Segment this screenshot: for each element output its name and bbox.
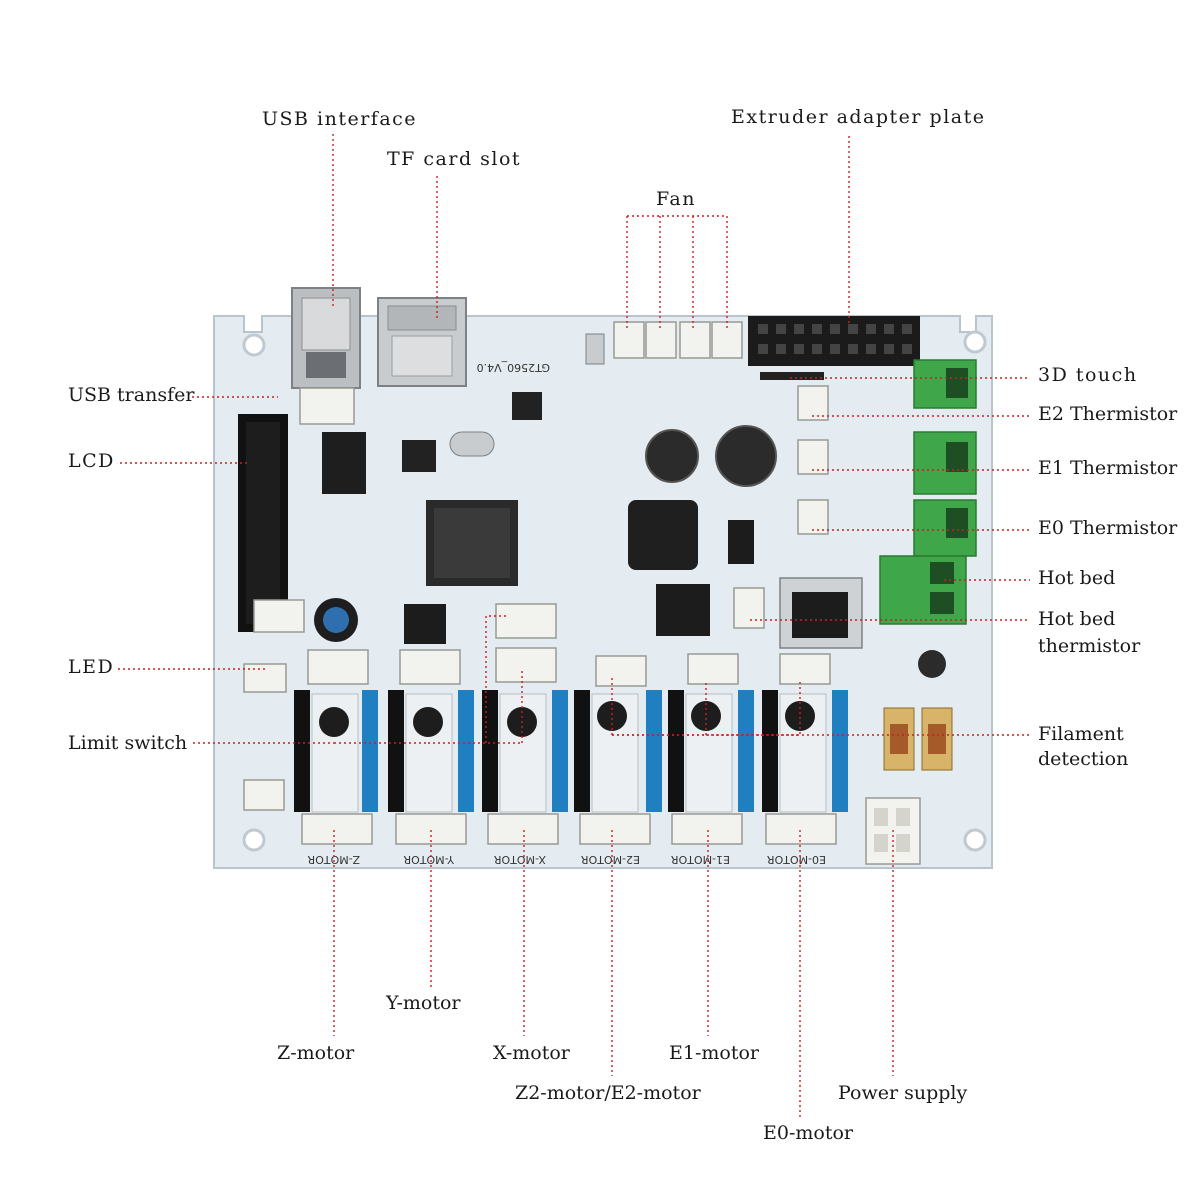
label-hot-bed: Hot bed — [1038, 567, 1116, 589]
reset-button — [585, 333, 605, 365]
label-hot-bed-thermistor-line2: thermistor — [1038, 635, 1141, 657]
mosfet — [792, 592, 848, 638]
driver-sockets — [294, 690, 848, 813]
motor-silkscreen-e2: E2-MOTOR — [581, 853, 640, 866]
motor-silkscreen-e1: E1-MOTOR — [671, 853, 730, 866]
board-model-silkscreen: GT2560_V4.0 — [477, 361, 550, 374]
fan-connectors — [613, 321, 743, 359]
thermistor-terminals — [913, 359, 977, 557]
usb-transfer-connector — [299, 387, 355, 425]
thermistor-connectors — [733, 385, 829, 629]
hot-bed-terminal — [879, 555, 967, 625]
label-z-motor: Z-motor — [277, 1042, 355, 1064]
label-usb-interface: USB interface — [262, 108, 418, 130]
power-inductor — [628, 500, 698, 570]
regulator-2 — [656, 584, 710, 636]
crystal — [449, 431, 495, 457]
mount-hole-tl — [242, 333, 266, 357]
label-hot-bed-thermistor-line1: Hot bed — [1038, 608, 1116, 630]
mount-hole-bl — [242, 828, 266, 852]
limit-connector-z — [243, 779, 285, 811]
usb-serial-chip — [322, 432, 366, 494]
label-filament-detection-line1: Filament — [1038, 723, 1124, 745]
label-3d-touch: 3D touch — [1038, 364, 1138, 386]
label-filament-detection-line2: detection — [1038, 748, 1129, 770]
mount-hole-tr — [963, 330, 987, 354]
eeprom-chip — [512, 392, 542, 420]
usb-b-port — [291, 287, 361, 389]
label-usb-transfer: USB transfer — [68, 384, 195, 406]
label-x-motor: X-motor — [493, 1042, 570, 1064]
leader-lines — [118, 134, 1030, 1118]
small-capacitor — [918, 650, 946, 678]
label-led: LED — [68, 656, 115, 678]
led-connector — [243, 663, 287, 693]
lcd-header — [238, 414, 288, 632]
motor-silkscreen-y: Y-MOTOR — [403, 853, 455, 866]
label-e0-thermistor: E0 Thermistor — [1038, 517, 1178, 539]
label-lcd: LCD — [68, 450, 115, 472]
label-limit-switch: Limit switch — [68, 732, 188, 754]
diode — [728, 520, 754, 564]
label-fan: Fan — [656, 188, 696, 210]
bulk-capacitor-2 — [715, 425, 777, 487]
leader-fan — [626, 215, 728, 328]
label-e2-thermistor: E2 Thermistor — [1038, 403, 1178, 425]
label-z2-e2-motor: Z2-motor/E2-motor — [515, 1082, 701, 1104]
tf-card-slot — [377, 297, 467, 387]
mcu-chip — [426, 500, 518, 586]
extruder-header — [748, 316, 920, 380]
motor-silkscreen-x: X-MOTOR — [494, 853, 546, 866]
mount-hole-br — [963, 828, 987, 852]
label-e0-motor: E0-motor — [763, 1122, 853, 1144]
filament-detection-parts — [883, 707, 953, 771]
label-extruder-adapter-plate: Extruder adapter plate — [731, 106, 986, 128]
aux-connector — [253, 599, 305, 633]
regulator — [402, 440, 436, 472]
bulk-capacitor-1 — [645, 429, 699, 483]
label-e1-motor: E1-motor — [669, 1042, 759, 1064]
label-y-motor: Y-motor — [386, 992, 461, 1014]
motor-silkscreen-e0: E0-MOTOR — [767, 853, 826, 866]
motor-silkscreen-z: Z-MOTOR — [307, 853, 360, 866]
limit-switch-connectors — [307, 603, 831, 687]
motor-connectors — [301, 813, 837, 845]
label-e1-thermistor: E1 Thermistor — [1038, 457, 1178, 479]
isp-header — [404, 604, 446, 644]
label-tf-card-slot: TF card slot — [387, 148, 522, 170]
label-power-supply: Power supply — [838, 1082, 968, 1104]
